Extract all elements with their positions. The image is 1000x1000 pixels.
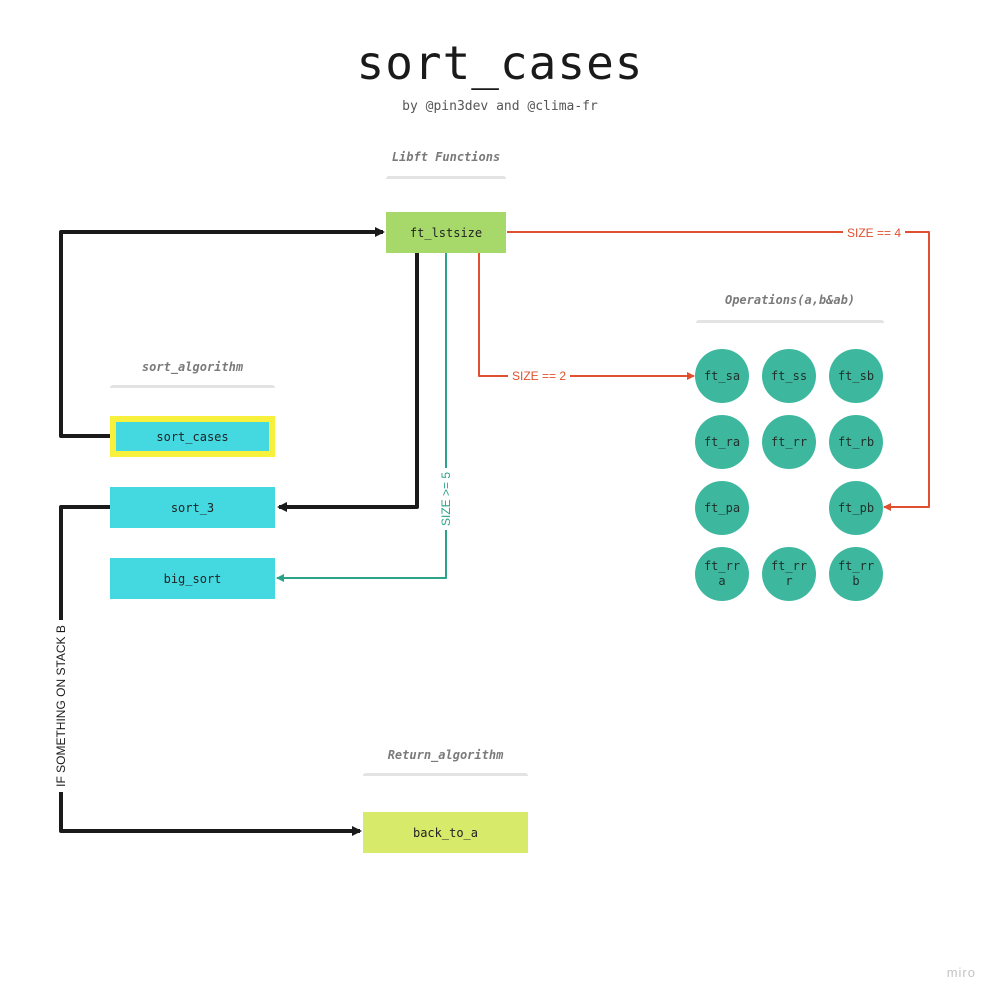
node-ft-lstsize[interactable]: ft_lstsize bbox=[386, 212, 506, 253]
page-title: sort_cases bbox=[356, 36, 644, 90]
op-ft-rb[interactable]: ft_rb bbox=[829, 415, 883, 469]
op-ft-ss[interactable]: ft_ss bbox=[762, 349, 816, 403]
group-bracket-operations bbox=[696, 320, 884, 323]
edge-size4 bbox=[507, 231, 930, 511]
edge-size5 bbox=[276, 253, 447, 582]
node-sort-cases[interactable]: sort_cases bbox=[110, 416, 275, 457]
node-sort-3[interactable]: sort_3 bbox=[110, 487, 275, 528]
op-ft-ra[interactable]: ft_ra bbox=[695, 415, 749, 469]
op-ft-rra[interactable]: ft_rr a bbox=[695, 547, 749, 601]
group-bracket-sort-algorithm bbox=[110, 385, 275, 388]
edge-label-size5: SIZE >= 5 bbox=[439, 472, 453, 526]
edge-lstsize-to-sort3 bbox=[277, 253, 419, 512]
edge-label-stack-b: IF SOMETHING ON STACK B bbox=[54, 625, 68, 787]
op-ft-rrr[interactable]: ft_rr r bbox=[762, 547, 816, 601]
edge-label-size4: SIZE == 4 bbox=[847, 226, 901, 240]
edge-sort3-to-back-to-a bbox=[59, 505, 362, 836]
edge-size2 bbox=[478, 253, 695, 380]
group-bracket-return-algorithm bbox=[363, 773, 528, 776]
page-subtitle: by @pin3dev and @clima-fr bbox=[402, 99, 598, 114]
op-ft-rr[interactable]: ft_rr bbox=[762, 415, 816, 469]
node-back-to-a[interactable]: back_to_a bbox=[363, 812, 528, 853]
group-label-operations: Operations(a,b&ab) bbox=[724, 293, 856, 307]
op-ft-pa[interactable]: ft_pa bbox=[695, 481, 749, 535]
op-ft-sa[interactable]: ft_sa bbox=[695, 349, 749, 403]
group-bracket-libft bbox=[386, 176, 506, 179]
group-label-libft: Libft Functions bbox=[391, 150, 501, 164]
group-label-return-algorithm: Return_algorithm bbox=[387, 748, 504, 762]
miro-watermark: miro bbox=[946, 965, 976, 980]
op-ft-sb[interactable]: ft_sb bbox=[829, 349, 883, 403]
op-ft-rrb[interactable]: ft_rr b bbox=[829, 547, 883, 601]
edge-label-size2: SIZE == 2 bbox=[512, 369, 566, 383]
op-ft-pb[interactable]: ft_pb bbox=[829, 481, 883, 535]
edge-sort-cases-to-lstsize bbox=[59, 227, 385, 438]
node-big-sort[interactable]: big_sort bbox=[110, 558, 275, 599]
group-label-sort-algorithm: sort_algorithm bbox=[141, 360, 244, 374]
